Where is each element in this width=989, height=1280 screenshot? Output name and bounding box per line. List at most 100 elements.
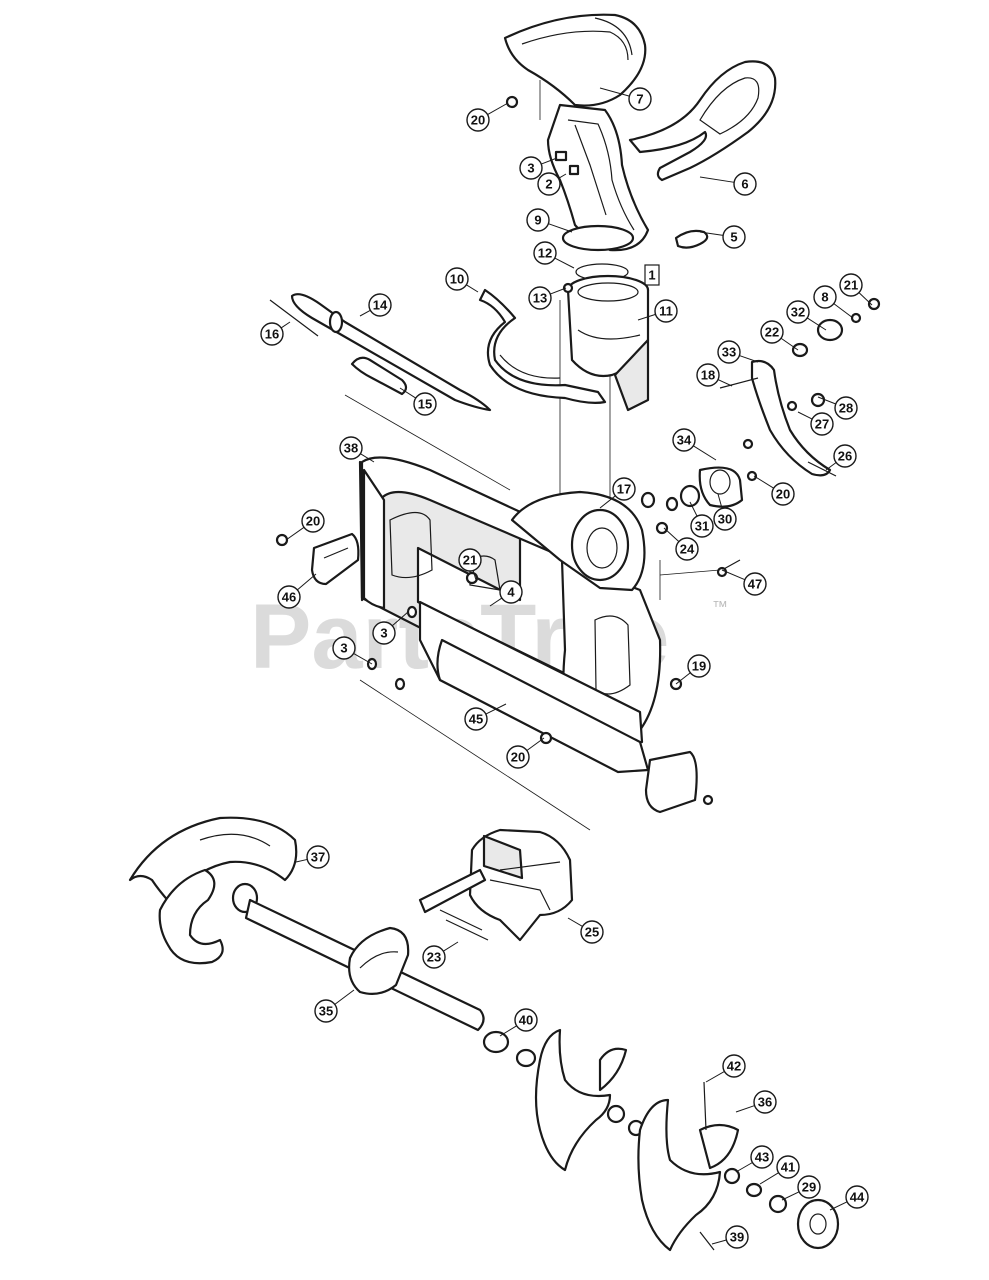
callout-20-top-text: 20	[471, 113, 485, 128]
top-right-hardware	[791, 297, 881, 358]
callout-40-text: 40	[519, 1013, 533, 1028]
callout-38-circle	[339, 436, 363, 460]
callout-25-circle	[580, 920, 604, 944]
auger-spiral-left	[128, 816, 298, 965]
callout-42: 42	[722, 1054, 746, 1078]
callout-42-text: 42	[727, 1059, 741, 1074]
callout-12: 12	[533, 241, 557, 265]
callout-14: 14	[368, 293, 392, 317]
callout-17: 17	[612, 477, 636, 501]
callout-29-circle	[797, 1175, 821, 1199]
callout-10-leader	[466, 284, 479, 293]
chute-rings	[561, 224, 635, 281]
callout-13-text: 13	[533, 291, 547, 306]
callout-33: 33	[717, 340, 741, 364]
callout-8-circle	[813, 285, 837, 309]
callout-19-circle	[687, 654, 711, 678]
callout-24: 24	[675, 537, 699, 561]
crank-bracket	[350, 356, 408, 396]
callout-3-top-circle	[519, 156, 543, 180]
callout-3-low-leader	[353, 653, 373, 665]
callout-37: 37	[306, 845, 330, 869]
callout-43-leader	[735, 1162, 753, 1173]
callout-28: 28	[834, 396, 858, 420]
callout-3-mid-text: 3	[380, 626, 387, 641]
bushing	[482, 1030, 537, 1068]
callout-18-leader	[717, 379, 733, 387]
callout-2-leader	[558, 173, 567, 179]
callout-28-leader	[817, 396, 836, 405]
chute-handle	[628, 60, 777, 182]
callout-39-text: 39	[730, 1230, 744, 1245]
callout-40-leader	[499, 1025, 517, 1037]
impeller-gearbox	[468, 828, 574, 942]
callout-15-circle	[413, 392, 437, 416]
callout-30-leader	[717, 493, 723, 509]
callout-15-leader	[399, 387, 417, 399]
callout-22-circle	[760, 320, 784, 344]
callout-17-text: 17	[617, 482, 631, 497]
callout-20-top-leader	[487, 102, 509, 116]
callout-20-right-text: 20	[776, 487, 790, 502]
callout-13: 13	[528, 286, 552, 310]
callout-9-circle	[526, 208, 550, 232]
callout-4-text: 4	[507, 585, 515, 600]
callout-10-text: 10	[450, 272, 464, 287]
callout-20-low-text: 20	[511, 750, 525, 765]
callout-23-text: 23	[427, 950, 441, 965]
callout-18-text: 18	[701, 368, 715, 383]
callout-16-text: 16	[265, 327, 279, 342]
callout-37-circle	[306, 845, 330, 869]
chute-deflector	[503, 13, 647, 107]
callout-3-low-text: 3	[340, 641, 347, 656]
bolt-47	[716, 559, 741, 578]
callout-9-text: 9	[534, 213, 541, 228]
crank-arm-bracket	[719, 359, 837, 477]
callout-32: 32	[786, 300, 810, 324]
callout-28-text: 28	[839, 401, 853, 416]
callout-3-low-circle	[332, 636, 356, 660]
callout-16: 16	[260, 322, 284, 346]
callout-33-circle	[717, 340, 741, 364]
chute-crank-rod	[269, 293, 492, 412]
callout-6: 6	[733, 172, 757, 196]
callout-21-mid-leader	[472, 570, 477, 581]
callout-35-circle	[314, 999, 338, 1023]
callout-31-leader	[689, 501, 698, 517]
callout-40: 40	[514, 1008, 538, 1032]
callout-12-text: 12	[538, 246, 552, 261]
callout-6-text: 6	[741, 177, 748, 192]
callout-7-leader	[599, 87, 630, 97]
callout-44-leader	[829, 1201, 848, 1211]
callout-2-circle	[537, 172, 561, 196]
callout-18: 18	[696, 363, 720, 387]
callout-24-circle	[675, 537, 699, 561]
callout-47-text: 47	[748, 577, 762, 592]
callout-2-text: 2	[545, 177, 552, 192]
callout-20-top-circle	[466, 108, 490, 132]
callout-30-text: 30	[718, 512, 732, 527]
callout-16-circle	[260, 322, 284, 346]
callout-8-text: 8	[821, 290, 828, 305]
callout-20-left-leader	[285, 526, 305, 541]
callout-25-leader	[567, 917, 583, 927]
callout-8-leader	[833, 303, 854, 319]
callout-35-text: 35	[319, 1004, 333, 1019]
callout-20-low-leader	[526, 737, 545, 751]
callout-32-leader	[806, 317, 827, 331]
callout-36-leader	[735, 1105, 755, 1113]
callout-3-mid-leader	[391, 611, 409, 627]
callout-5: 5	[722, 225, 746, 249]
chute-gear-ring	[478, 288, 607, 404]
chute-knob	[674, 229, 709, 249]
callout-43-text: 43	[755, 1150, 769, 1165]
callout-44-circle	[845, 1185, 869, 1209]
callout-21-mid: 21	[458, 548, 482, 572]
callout-40-circle	[514, 1008, 538, 1032]
callout-4-leader	[489, 597, 503, 607]
end-hardware	[699, 1167, 840, 1251]
callout-21-mid-circle	[458, 548, 482, 572]
callout-15-text: 15	[418, 397, 432, 412]
callout-34-text: 34	[677, 433, 692, 448]
